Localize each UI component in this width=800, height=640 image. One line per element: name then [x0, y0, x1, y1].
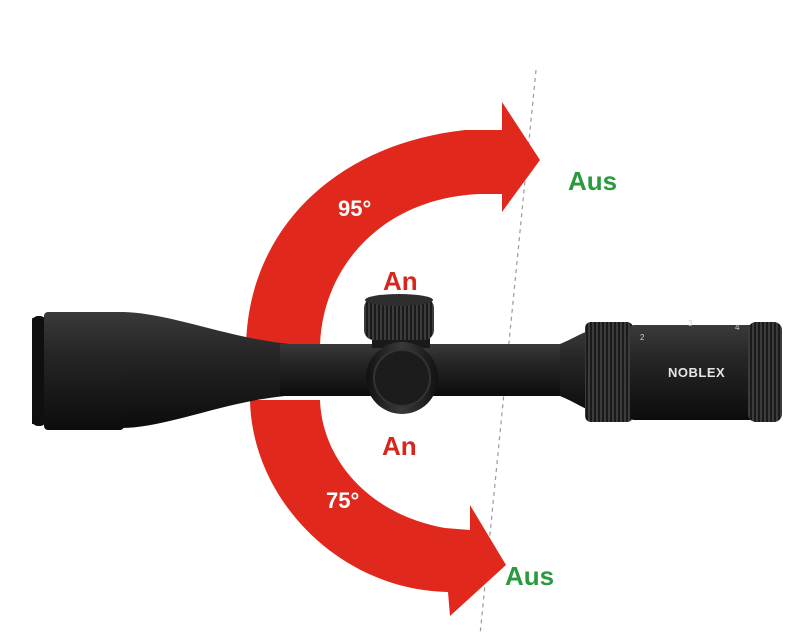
- scope-elevation-turret: [364, 298, 434, 340]
- scope-brand-logo: NOBLEX: [668, 365, 726, 380]
- scope-eyepiece: [630, 325, 755, 420]
- eyepiece-mark: 3: [688, 319, 693, 328]
- scope-zoom-ring: [585, 322, 633, 422]
- lower-off-label: Aus: [505, 561, 555, 591]
- eyepiece-mark: 4: [735, 323, 740, 332]
- upper-off-label: Aus: [568, 166, 618, 196]
- upper-rotation-arrow: [246, 102, 540, 350]
- eyepiece-mark: 2: [640, 333, 645, 342]
- lower-angle-label: 75°: [326, 488, 360, 513]
- upper-angle-label: 95°: [338, 196, 372, 221]
- lower-rotation-arrow: [250, 400, 506, 616]
- upper-on-label: An: [383, 266, 418, 296]
- lower-on-label: An: [382, 431, 417, 461]
- eyepiece-scale: 2 3 4: [640, 319, 740, 342]
